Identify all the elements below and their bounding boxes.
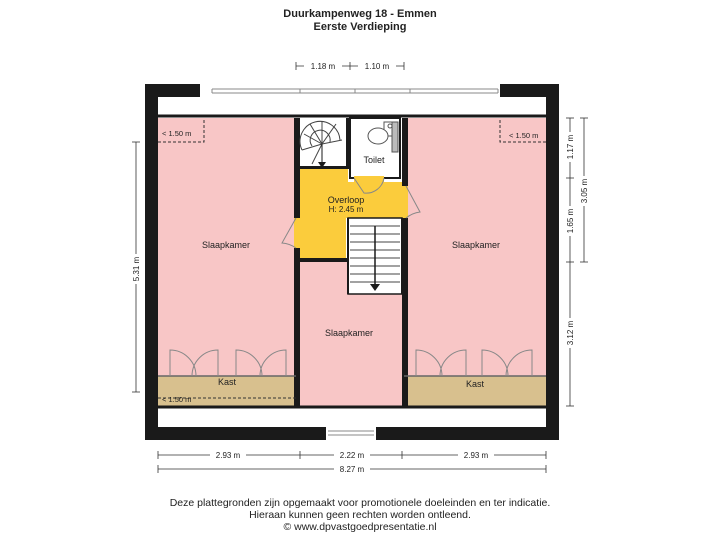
right-bedroom-label: Slaapkamer bbox=[452, 240, 500, 250]
landing-height-label: H: 2.45 m bbox=[329, 205, 364, 214]
dim-left-height: 5.31 m bbox=[132, 256, 141, 281]
dim-bottom-right: 2.93 m bbox=[464, 451, 489, 460]
dim-bottom-middle: 2.22 m bbox=[340, 451, 365, 460]
footer-line-1: Deze plattegronden zijn opgemaakt voor p… bbox=[169, 497, 551, 509]
low-height-note-top-right: < 1.50 m bbox=[509, 131, 538, 140]
dim-right-upper-total: 3.05 m bbox=[580, 178, 589, 203]
left-bedroom-label: Slaapkamer bbox=[202, 240, 250, 250]
spiral-stair-icon bbox=[299, 120, 343, 165]
door-swings bbox=[169, 177, 533, 377]
closet-left bbox=[158, 376, 296, 406]
low-height-note-bottom-left: < 1.50 m bbox=[162, 395, 191, 404]
right-bedroom bbox=[406, 118, 546, 376]
dim-top-left: 1.18 m bbox=[311, 62, 336, 71]
footer-line-2: Hieraan kunnen geen rechten worden ontle… bbox=[249, 509, 471, 521]
dim-right-lower: 3.12 m bbox=[566, 320, 575, 345]
page-subtitle: Eerste Verdieping bbox=[313, 21, 407, 33]
landing bbox=[298, 168, 404, 258]
closet-right-label: Kast bbox=[466, 379, 485, 389]
dim-right-upper: 1.17 m bbox=[566, 134, 575, 159]
dim-top-right: 1.10 m bbox=[365, 62, 390, 71]
left-bedroom bbox=[158, 118, 296, 376]
dim-total-width: 8.27 m bbox=[340, 465, 365, 474]
middle-bedroom-label: Slaapkamer bbox=[325, 328, 373, 338]
low-height-lines bbox=[158, 118, 546, 399]
stair-arrow-icon bbox=[370, 284, 380, 291]
low-height-note-top-left: < 1.50 m bbox=[162, 129, 191, 138]
landing-label: Overloop bbox=[328, 195, 365, 205]
toilet-label: Toilet bbox=[363, 155, 385, 165]
dim-right-middle: 1.65 m bbox=[566, 208, 575, 233]
dim-bottom-left: 2.93 m bbox=[216, 451, 241, 460]
page-title: Duurkampenweg 18 - Emmen bbox=[283, 8, 437, 20]
sink-icon bbox=[391, 121, 399, 153]
closet-right bbox=[404, 376, 546, 406]
closet-left-label: Kast bbox=[218, 377, 237, 387]
footer-copyright: © www.dpvastgoedpresentatie.nl bbox=[283, 521, 437, 533]
